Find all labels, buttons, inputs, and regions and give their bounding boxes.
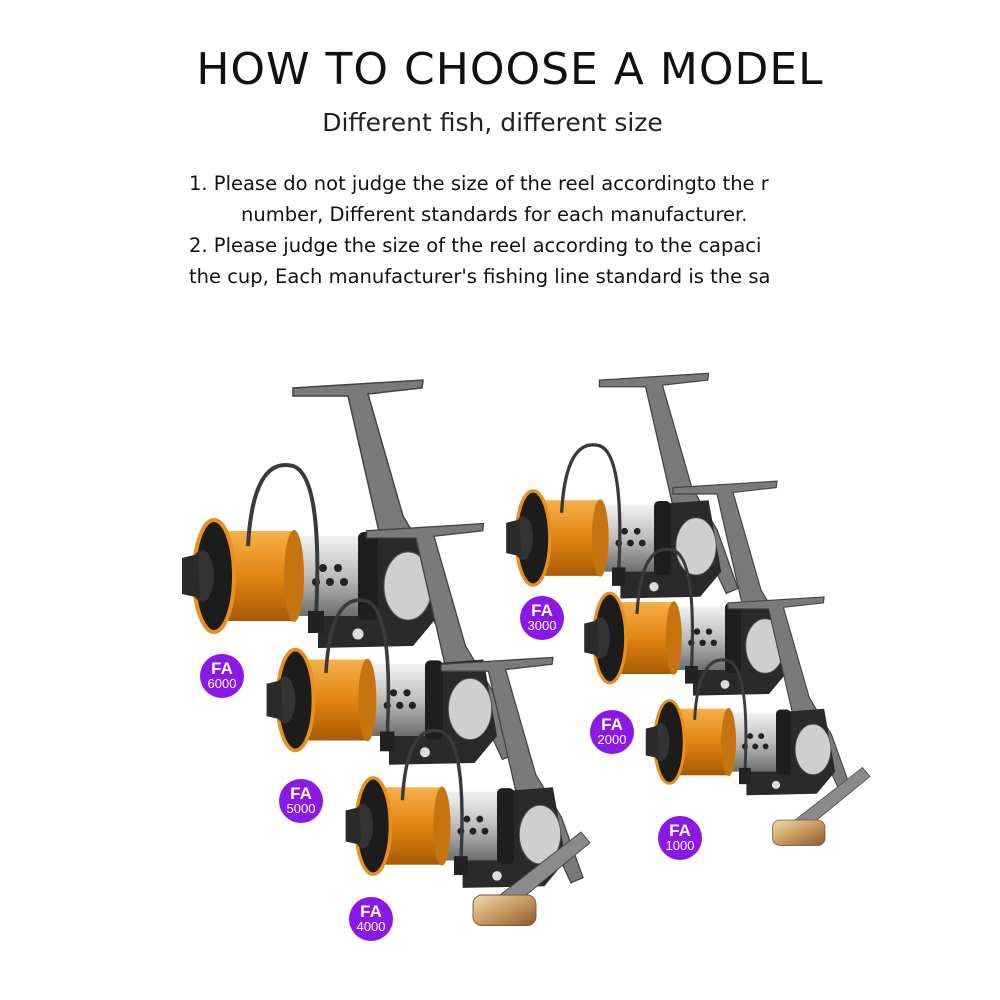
badge-series: FA (601, 715, 623, 734)
page-title: HOW TO CHOOSE A MODEL (196, 44, 824, 95)
badge-size: 3000 (527, 618, 557, 633)
badge-series: FA (531, 601, 553, 620)
note-line: 1. Please do not judge the size of the r… (189, 172, 769, 195)
badge-series: FA (290, 784, 312, 803)
note-line: 2. Please judge the size of the reel acc… (189, 234, 762, 257)
badge-size: 2000 (597, 732, 627, 747)
badge-series: FA (211, 659, 233, 678)
badge-size: 1000 (665, 838, 695, 853)
badge-size: 4000 (356, 919, 386, 934)
note-line: the cup, Each manufacturer's fishing lin… (189, 265, 771, 288)
note-line: number, Different standards for each man… (241, 203, 748, 226)
badge-series: FA (669, 821, 691, 840)
page-subtitle: Different fish, different size (322, 108, 663, 137)
badge-size: 6000 (207, 676, 237, 691)
badge-series: FA (360, 902, 382, 921)
badge-size: 5000 (286, 801, 316, 816)
reel-fa-6000 (180, 378, 460, 650)
notes-block: 1. Please do not judge the size of the r… (189, 168, 829, 292)
